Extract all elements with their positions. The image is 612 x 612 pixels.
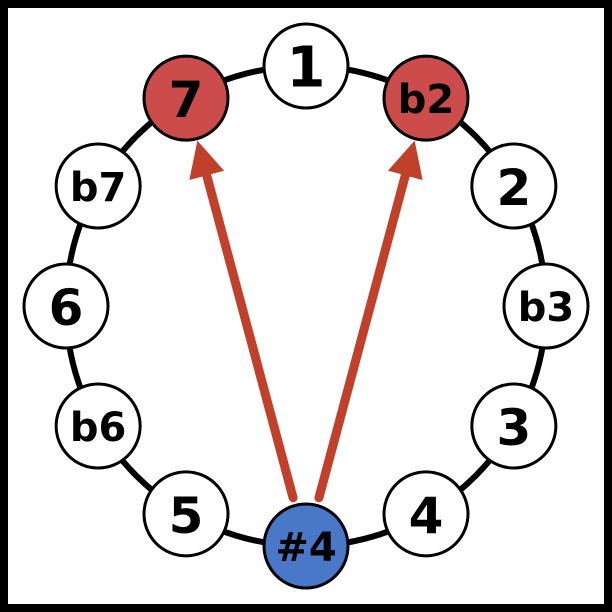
- arrows-layer: [189, 140, 423, 503]
- note-circle: [142, 470, 230, 558]
- note-label: b6: [70, 405, 126, 451]
- note-circle: [142, 54, 230, 142]
- note-circle: [470, 142, 558, 230]
- note-label: b3: [518, 285, 574, 331]
- note-node-7: 7: [142, 54, 230, 142]
- note-label: b2: [398, 77, 454, 123]
- note-node-b7: b7: [54, 142, 142, 230]
- note-circle: [54, 142, 142, 230]
- note-label: 6: [49, 279, 84, 337]
- arrow-sharp4-to-b2: [314, 140, 423, 503]
- note-label: b7: [70, 165, 126, 211]
- note-label: 5: [169, 487, 204, 545]
- notes-layer: 1 b2 2 b3 34 #4 5 b6 6 b7 7: [22, 22, 590, 590]
- note-node-b2: b2: [382, 54, 470, 142]
- note-circle: [262, 22, 350, 110]
- note-circle: [502, 262, 590, 350]
- note-circle: [382, 470, 470, 558]
- note-node-5: 5: [142, 470, 230, 558]
- arrow-sharp4-to-7: [189, 140, 298, 503]
- note-circle: [54, 382, 142, 470]
- note-node-1: 1: [262, 22, 350, 110]
- note-label: 7: [169, 71, 204, 129]
- note-circle: [22, 262, 110, 350]
- note-node-4: 4: [382, 470, 470, 558]
- note-circle: [470, 382, 558, 470]
- note-label: 2: [496, 159, 531, 217]
- note-label: 3: [496, 399, 531, 457]
- note-circle: [262, 502, 350, 590]
- note-node-b6: b6: [54, 382, 142, 470]
- note-label: 1: [287, 36, 326, 101]
- note-circle: [382, 54, 470, 142]
- note-label: 4: [409, 487, 444, 545]
- note-node-6: 6: [22, 262, 110, 350]
- note-node-b3: b3: [502, 262, 590, 350]
- note-node-2: 2: [470, 142, 558, 230]
- note-label: #4: [275, 525, 336, 571]
- note-node-sharp4: #4: [262, 502, 350, 590]
- note-node-3: 3: [470, 382, 558, 470]
